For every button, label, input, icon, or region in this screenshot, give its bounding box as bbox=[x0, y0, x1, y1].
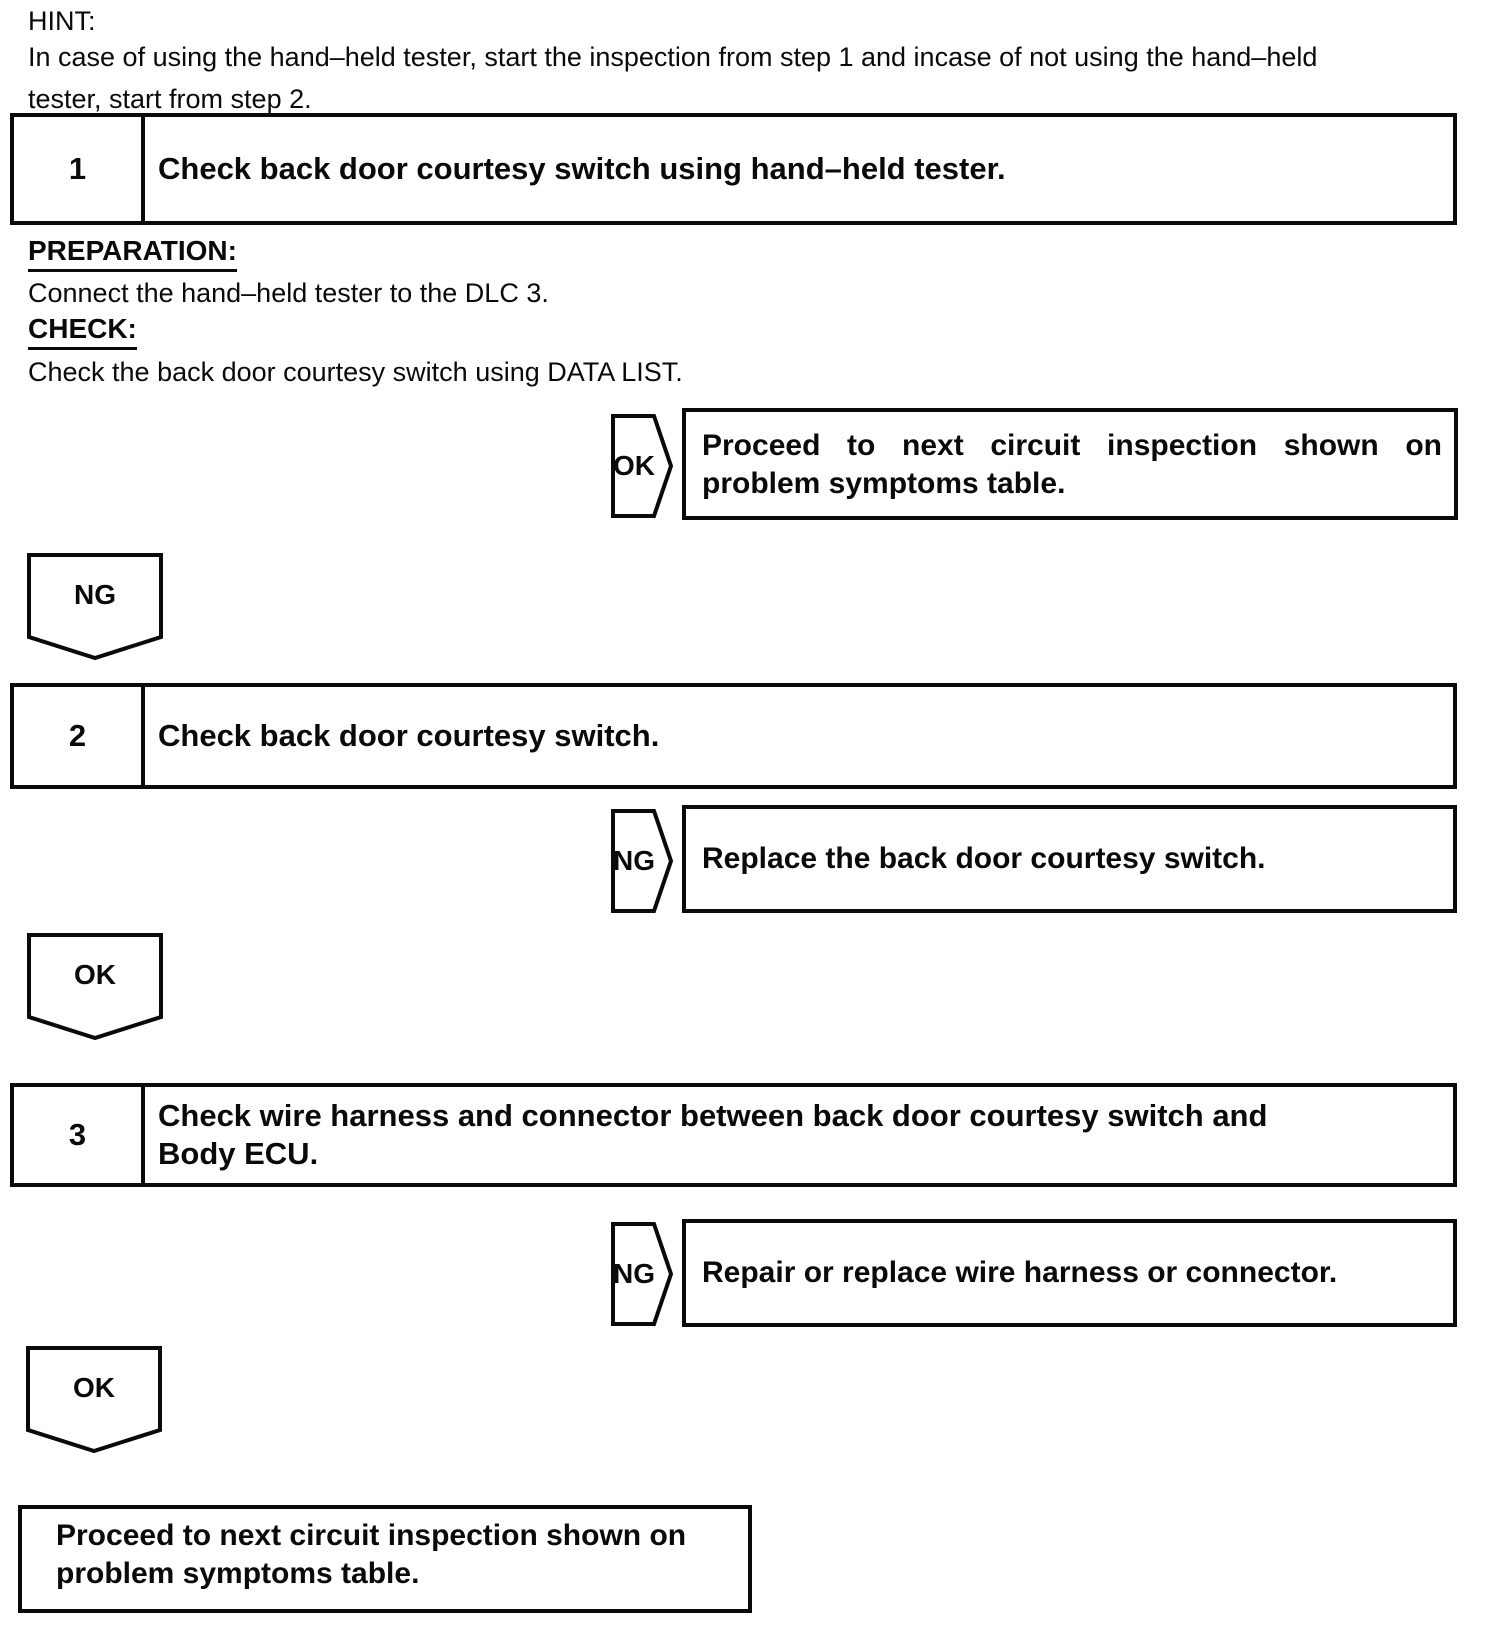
result-box-2-text: Replace the back door courtesy switch. bbox=[702, 842, 1266, 875]
ok-connector-down-1: OK bbox=[27, 933, 163, 1041]
result-box-2: Replace the back door courtesy switch. bbox=[682, 805, 1457, 913]
hint-label: HINT: bbox=[28, 6, 96, 36]
result-box-3-text: Repair or replace wire harness or connec… bbox=[702, 1256, 1338, 1289]
ng-arrow-right-icon bbox=[611, 1222, 673, 1326]
hint-text: In case of using the hand–held tester, s… bbox=[28, 42, 1318, 114]
step-3-number: 3 bbox=[14, 1087, 145, 1183]
ok-branch-1: OK bbox=[611, 414, 673, 518]
step-1-title-text: Check back door courtesy switch using ha… bbox=[158, 151, 1006, 186]
preparation-label: PREPARATION: bbox=[28, 236, 237, 272]
step-2-box: 2 Check back door courtesy switch. bbox=[10, 683, 1457, 789]
final-result-box: Proceed to next circuit inspection shown… bbox=[18, 1505, 752, 1613]
ok-arrow-right-icon bbox=[611, 414, 673, 518]
ng-branch-3: NG bbox=[611, 1222, 673, 1326]
result-box-1-text: Proceed to next circuit inspection shown… bbox=[702, 429, 1442, 500]
step-3-title-text: Check wire harness and connector between… bbox=[158, 1098, 1268, 1171]
ng-branch-2-label: NG bbox=[613, 845, 655, 876]
ok-connector-2-label: OK bbox=[73, 1372, 115, 1403]
check-text: Check the back door courtesy switch usin… bbox=[28, 357, 683, 387]
ng-arrow-down-icon bbox=[27, 553, 163, 661]
ng-branch-3-label: NG bbox=[613, 1258, 655, 1289]
result-box-1: Proceed to next circuit inspection shown… bbox=[682, 408, 1458, 520]
step-3-title: Check wire harness and connector between… bbox=[145, 1087, 1453, 1183]
ng-connector-label: NG bbox=[74, 579, 116, 610]
ok-connector-down-2: OK bbox=[26, 1346, 162, 1454]
step-2-title-text: Check back door courtesy switch. bbox=[158, 718, 660, 753]
check-label: CHECK: bbox=[28, 314, 137, 350]
step-2-number: 2 bbox=[14, 687, 145, 785]
ng-arrow-right-icon bbox=[611, 809, 673, 913]
step-1-title: Check back door courtesy switch using ha… bbox=[145, 117, 1453, 221]
ok-connector-1-label: OK bbox=[74, 959, 116, 990]
ok-branch-1-label: OK bbox=[613, 450, 655, 481]
ng-branch-2: NG bbox=[611, 809, 673, 913]
ok-arrow-down-icon bbox=[26, 1346, 162, 1454]
step-1-box: 1 Check back door courtesy switch using … bbox=[10, 113, 1457, 225]
final-result-text: Proceed to next circuit inspection shown… bbox=[56, 1519, 687, 1590]
step-3-box: 3 Check wire harness and connector betwe… bbox=[10, 1083, 1457, 1187]
step-2-title: Check back door courtesy switch. bbox=[145, 687, 1453, 785]
ok-arrow-down-icon bbox=[27, 933, 163, 1041]
result-box-3: Repair or replace wire harness or connec… bbox=[682, 1219, 1457, 1327]
step-1-number: 1 bbox=[14, 117, 145, 221]
preparation-text: Connect the hand–held tester to the DLC … bbox=[28, 278, 549, 308]
ng-connector-down: NG bbox=[27, 553, 163, 661]
